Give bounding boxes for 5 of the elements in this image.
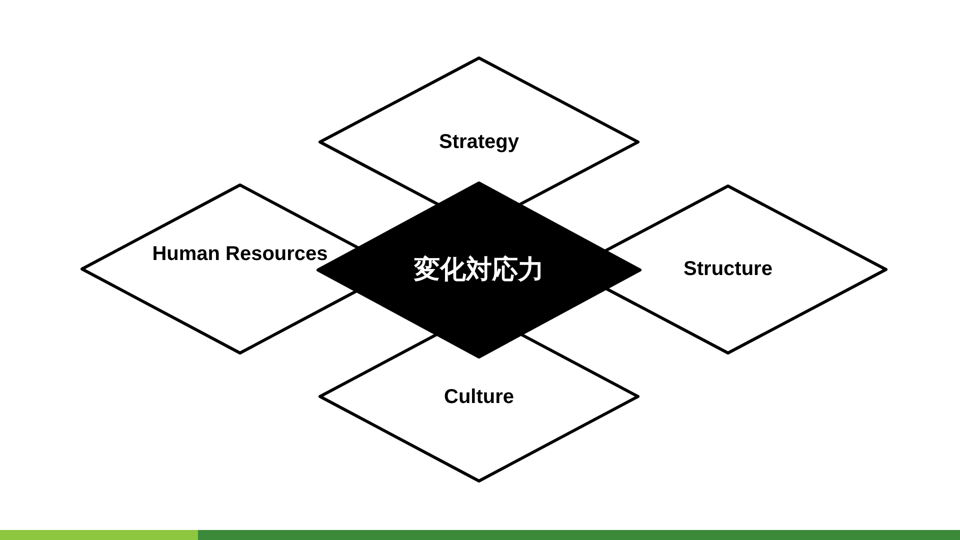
node-label: Culture xyxy=(443,385,515,410)
node-label: Structure xyxy=(682,257,774,282)
node-label: Human Resources xyxy=(152,242,328,267)
node-label: 変化対応力 xyxy=(413,255,545,284)
node-label: Strategy xyxy=(438,130,520,155)
